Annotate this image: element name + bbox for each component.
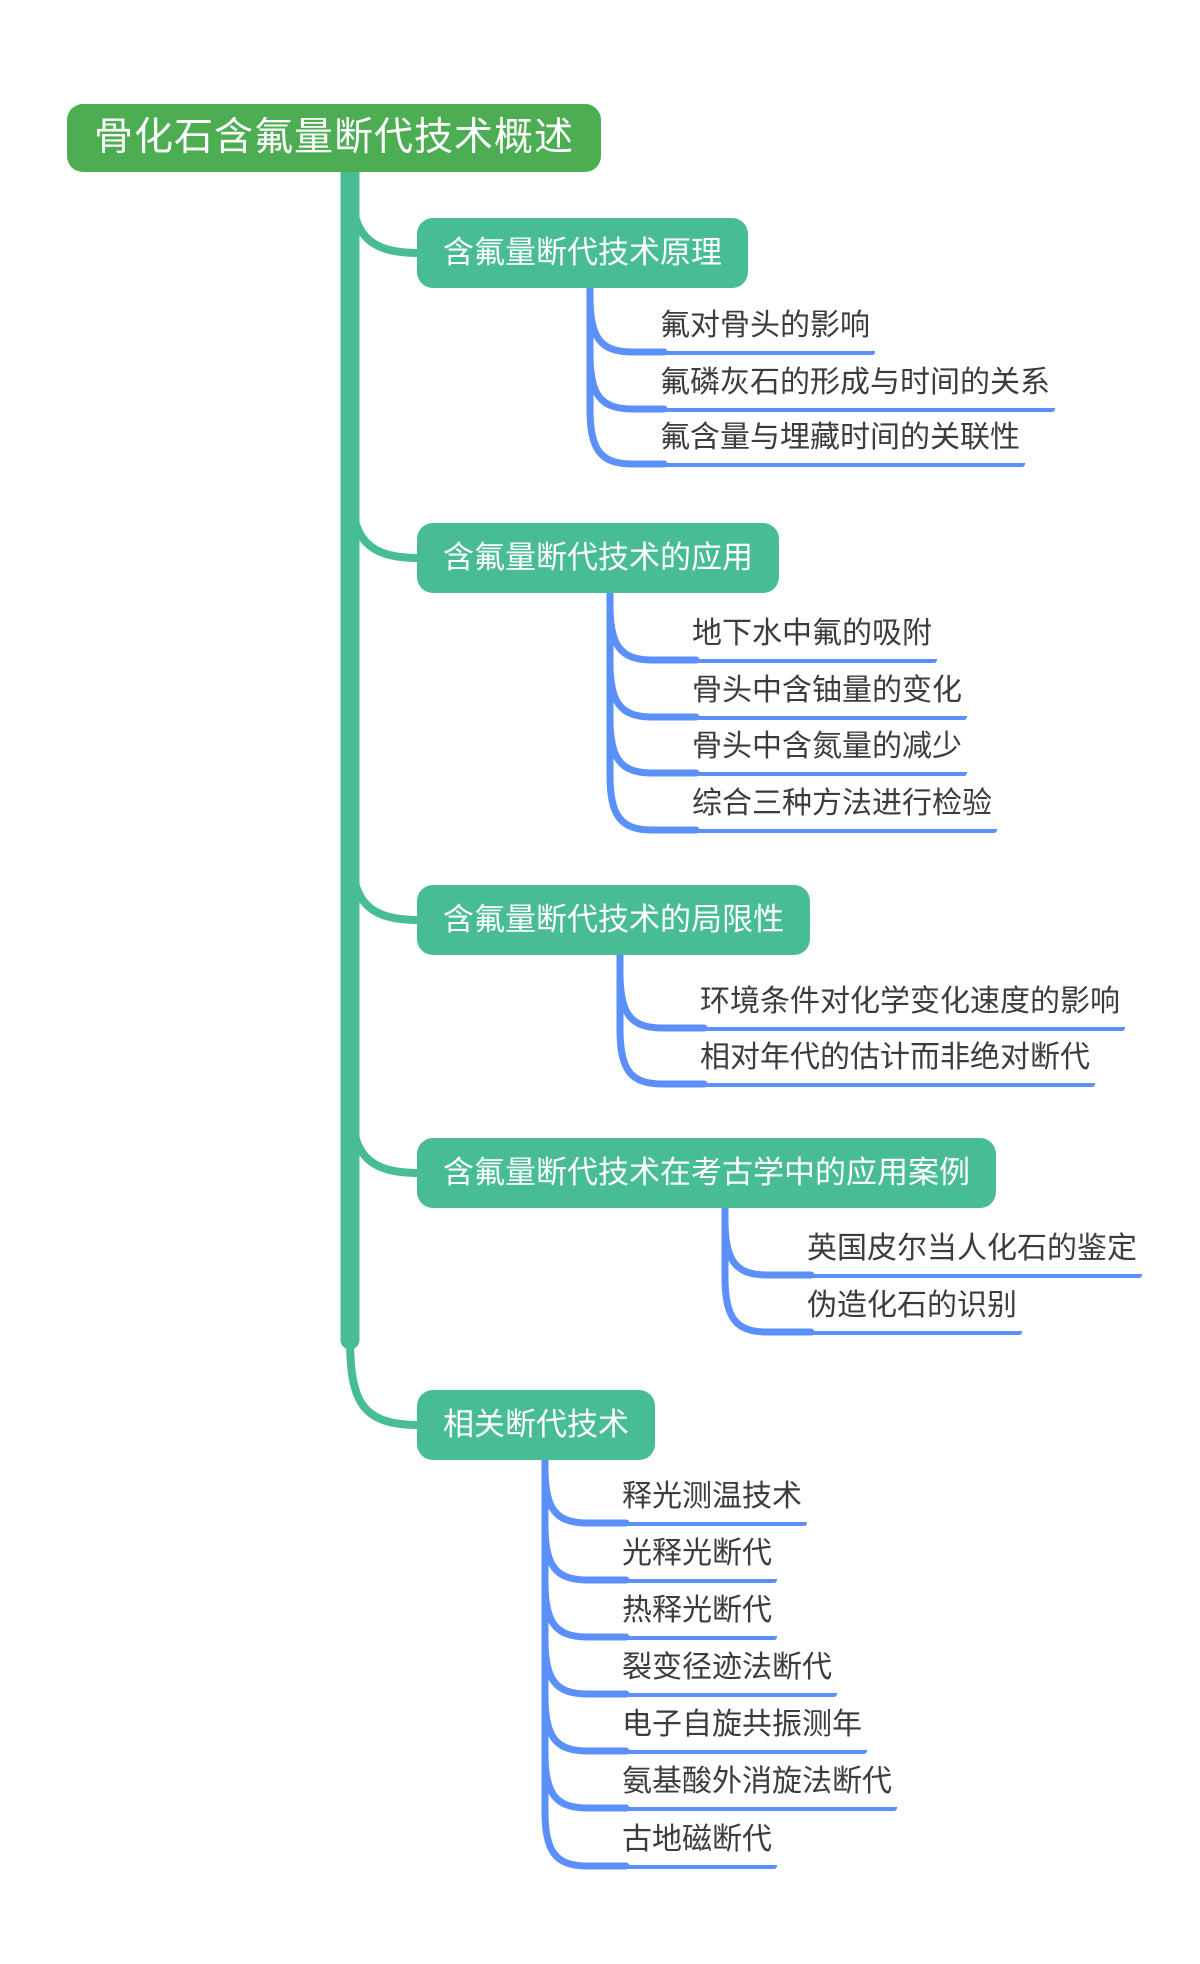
leaf-connector bbox=[606, 586, 700, 834]
branch-connector bbox=[346, 466, 424, 562]
leaf-connector bbox=[541, 1453, 630, 1641]
leaf-node[interactable]: 氟对骨头的影响 bbox=[658, 306, 875, 355]
leaf-node[interactable]: 环境条件对化学变化速度的影响 bbox=[698, 982, 1125, 1031]
leaf-node[interactable]: 英国皮尔当人化石的鉴定 bbox=[805, 1229, 1142, 1278]
branch-connector bbox=[346, 1333, 424, 1429]
leaf-connector bbox=[541, 1453, 630, 1755]
root-node[interactable]: 骨化石含氟量断代技术概述 bbox=[67, 104, 602, 172]
leaf-connector bbox=[541, 1453, 630, 1584]
leaf-node[interactable]: 氟磷灰石的形成与时间的关系 bbox=[658, 363, 1055, 412]
leaf-node[interactable]: 骨头中含铀量的变化 bbox=[690, 671, 967, 720]
leaf-node[interactable]: 裂变径迹法断代 bbox=[620, 1648, 837, 1697]
leaf-connector bbox=[606, 586, 700, 777]
leaf-node[interactable]: 电子自旋共振测年 bbox=[620, 1705, 867, 1754]
branch-node-applications[interactable]: 含氟量断代技术的应用 bbox=[417, 523, 779, 593]
branch-connector bbox=[346, 1081, 424, 1177]
leaf-connector bbox=[606, 586, 700, 664]
branch-node-limitations[interactable]: 含氟量断代技术的局限性 bbox=[417, 885, 810, 955]
leaf-connector bbox=[541, 1453, 630, 1870]
leaf-connector bbox=[721, 1201, 815, 1279]
branch-node-principles[interactable]: 含氟量断代技术原理 bbox=[417, 218, 748, 288]
leaf-connector bbox=[586, 279, 668, 468]
leaf-connector bbox=[586, 279, 668, 413]
leaf-node[interactable]: 相对年代的估计而非绝对断代 bbox=[698, 1038, 1095, 1087]
leaf-node[interactable]: 氟含量与埋藏时间的关联性 bbox=[658, 418, 1025, 467]
leaf-node[interactable]: 伪造化石的识别 bbox=[805, 1286, 1022, 1335]
branch-connector bbox=[346, 828, 424, 924]
leaf-node[interactable]: 氨基酸外消旋法断代 bbox=[620, 1762, 897, 1811]
leaf-connector bbox=[721, 1201, 815, 1336]
leaf-connector bbox=[541, 1453, 630, 1812]
leaf-connector bbox=[616, 948, 708, 1032]
branch-connector bbox=[346, 161, 424, 257]
leaf-node[interactable]: 热释光断代 bbox=[620, 1591, 777, 1640]
leaf-node[interactable]: 综合三种方法进行检验 bbox=[690, 784, 997, 833]
leaf-node[interactable]: 光释光断代 bbox=[620, 1534, 777, 1583]
branch-node-case-studies[interactable]: 含氟量断代技术在考古学中的应用案例 bbox=[417, 1138, 996, 1208]
branch-node-related-techniques[interactable]: 相关断代技术 bbox=[417, 1390, 655, 1460]
leaf-connector bbox=[586, 279, 668, 356]
leaf-node[interactable]: 释光测温技术 bbox=[620, 1477, 807, 1526]
leaf-node[interactable]: 古地磁断代 bbox=[620, 1820, 777, 1869]
leaf-connector bbox=[541, 1453, 630, 1527]
leaf-connector bbox=[541, 1453, 630, 1698]
leaf-node[interactable]: 骨头中含氮量的减少 bbox=[690, 727, 967, 776]
leaf-connector bbox=[616, 948, 708, 1088]
leaf-node[interactable]: 地下水中氟的吸附 bbox=[690, 614, 937, 663]
leaf-connector bbox=[606, 586, 700, 721]
